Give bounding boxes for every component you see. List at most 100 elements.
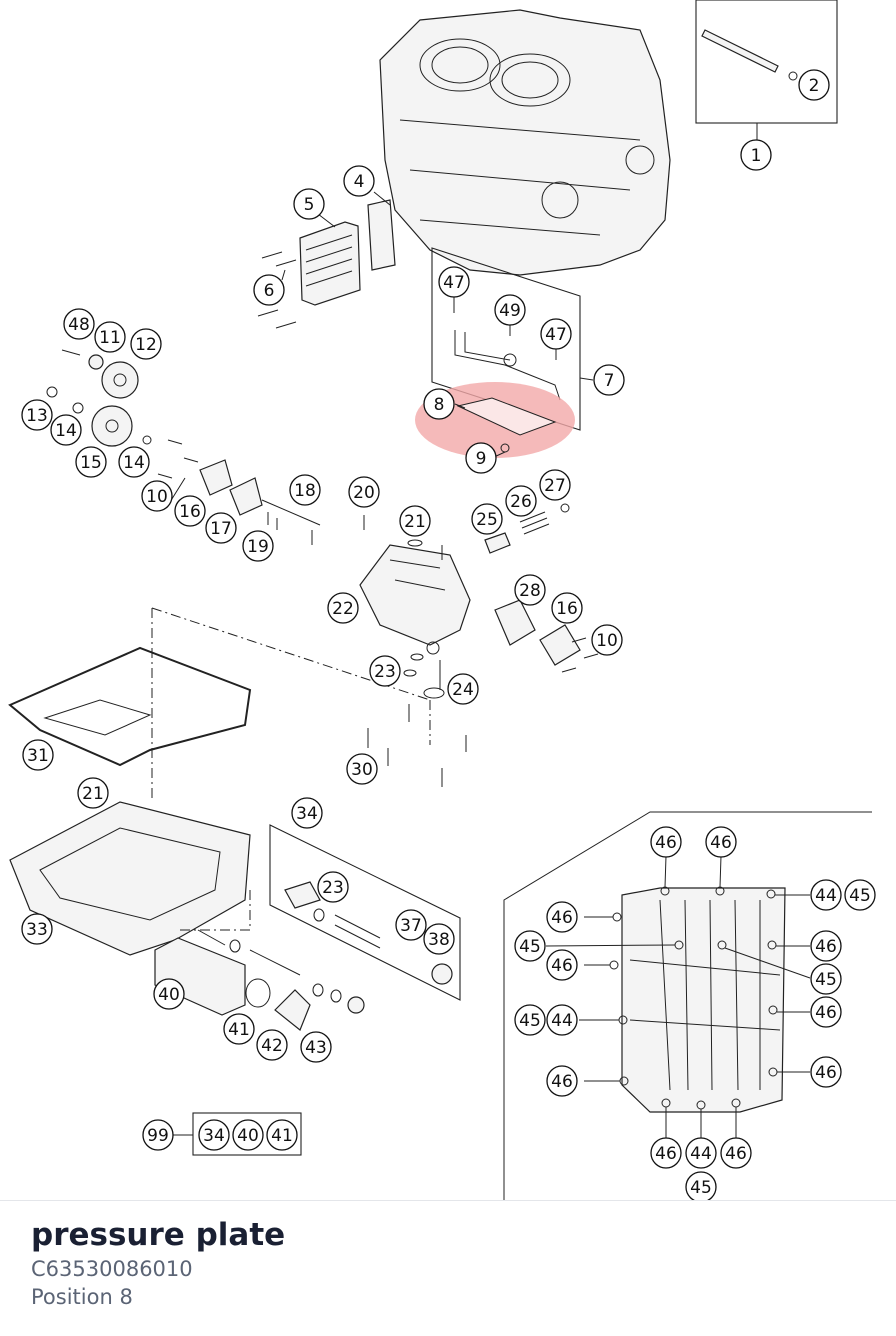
part-info-panel: pressure plate C63530086010 Position 8 — [0, 1200, 896, 1336]
callout-40[interactable]: 40 — [232, 1119, 264, 1151]
callout-27[interactable]: 27 — [539, 469, 571, 501]
svg-text:46: 46 — [710, 833, 732, 853]
callout-14[interactable]: 14 — [50, 414, 82, 446]
svg-text:5: 5 — [304, 195, 315, 215]
callout-20[interactable]: 20 — [348, 476, 380, 508]
callout-14[interactable]: 14 — [118, 446, 150, 478]
callout-21[interactable]: 21 — [77, 777, 109, 809]
callout-44[interactable]: 44 — [546, 1004, 578, 1036]
svg-text:13: 13 — [26, 406, 48, 426]
svg-text:45: 45 — [690, 1178, 712, 1198]
callout-13[interactable]: 13 — [21, 399, 53, 431]
callout-38[interactable]: 38 — [423, 923, 455, 955]
callout-46[interactable]: 46 — [720, 1137, 752, 1169]
callout-44[interactable]: 44 — [810, 879, 842, 911]
callout-42[interactable]: 42 — [256, 1029, 288, 1061]
callout-41[interactable]: 41 — [223, 1013, 255, 1045]
callout-46[interactable]: 46 — [810, 1056, 842, 1088]
callout-49[interactable]: 49 — [494, 294, 526, 326]
callout-40[interactable]: 40 — [153, 978, 185, 1010]
svg-text:8: 8 — [434, 395, 445, 415]
callout-22[interactable]: 22 — [327, 592, 359, 624]
callout-46[interactable]: 46 — [810, 930, 842, 962]
callout-18[interactable]: 18 — [289, 474, 321, 506]
callout-12[interactable]: 12 — [130, 328, 162, 360]
callout-7[interactable]: 7 — [593, 364, 625, 396]
callout-17[interactable]: 17 — [205, 512, 237, 544]
callout-2[interactable]: 2 — [798, 69, 830, 101]
callout-26[interactable]: 26 — [505, 485, 537, 517]
callout-47[interactable]: 47 — [540, 318, 572, 350]
callout-46[interactable]: 46 — [705, 826, 737, 858]
callout-47[interactable]: 47 — [438, 266, 470, 298]
callout-30[interactable]: 30 — [346, 753, 378, 785]
callout-5[interactable]: 5 — [293, 188, 325, 220]
oil-pan-bottom-view — [503, 811, 872, 1200]
callout-28[interactable]: 28 — [514, 574, 546, 606]
callout-1[interactable]: 1 — [740, 139, 772, 171]
callout-37[interactable]: 37 — [395, 909, 427, 941]
callout-23[interactable]: 23 — [317, 871, 349, 903]
pressure-plate-highlight — [415, 382, 575, 458]
callout-34[interactable]: 34 — [198, 1119, 230, 1151]
callout-16[interactable]: 16 — [551, 592, 583, 624]
callout-46[interactable]: 46 — [546, 1065, 578, 1097]
callout-23[interactable]: 23 — [369, 655, 401, 687]
callout-33[interactable]: 33 — [21, 913, 53, 945]
callout-19[interactable]: 19 — [242, 530, 274, 562]
oil-cooler — [257, 199, 396, 329]
callout-45[interactable]: 45 — [685, 1171, 717, 1203]
callout-45[interactable]: 45 — [810, 963, 842, 995]
svg-text:38: 38 — [428, 930, 450, 950]
callout-21[interactable]: 21 — [399, 505, 431, 537]
callout-15[interactable]: 15 — [75, 446, 107, 478]
svg-text:45: 45 — [815, 970, 837, 990]
callout-45[interactable]: 45 — [514, 1004, 546, 1036]
svg-text:14: 14 — [55, 421, 77, 441]
callout-8[interactable]: 8 — [423, 388, 455, 420]
callout-25[interactable]: 25 — [471, 503, 503, 535]
callout-24[interactable]: 24 — [447, 673, 479, 705]
callout-46[interactable]: 46 — [546, 901, 578, 933]
svg-text:31: 31 — [27, 746, 49, 766]
svg-text:44: 44 — [690, 1144, 712, 1164]
svg-text:41: 41 — [271, 1126, 293, 1146]
callout-11[interactable]: 11 — [94, 321, 126, 353]
callout-45[interactable]: 45 — [514, 930, 546, 962]
svg-text:7: 7 — [604, 371, 615, 391]
callout-10[interactable]: 10 — [141, 480, 173, 512]
seals-bolts — [367, 653, 467, 787]
svg-text:24: 24 — [452, 680, 474, 700]
callout-99[interactable]: 99 — [142, 1119, 174, 1151]
svg-text:46: 46 — [551, 908, 573, 928]
callout-44[interactable]: 44 — [685, 1137, 717, 1169]
callout-43[interactable]: 43 — [300, 1031, 332, 1063]
svg-text:99: 99 — [147, 1126, 169, 1146]
part-position: Position 8 — [31, 1285, 133, 1309]
callout-6[interactable]: 6 — [253, 274, 285, 306]
callout-45[interactable]: 45 — [844, 879, 876, 911]
svg-text:10: 10 — [596, 631, 618, 651]
svg-text:23: 23 — [322, 878, 344, 898]
svg-text:46: 46 — [655, 1144, 677, 1164]
callout-46[interactable]: 46 — [650, 826, 682, 858]
pump-cover-right — [494, 599, 599, 673]
callout-9[interactable]: 9 — [465, 442, 497, 474]
svg-text:40: 40 — [158, 985, 180, 1005]
callout-48[interactable]: 48 — [63, 308, 95, 340]
callout-16[interactable]: 16 — [174, 495, 206, 527]
callout-46[interactable]: 46 — [650, 1137, 682, 1169]
callout-46[interactable]: 46 — [810, 996, 842, 1028]
svg-text:44: 44 — [551, 1011, 573, 1031]
callout-46[interactable]: 46 — [546, 949, 578, 981]
callout-4[interactable]: 4 — [343, 165, 375, 197]
svg-text:15: 15 — [80, 453, 102, 473]
callout-41[interactable]: 41 — [266, 1119, 298, 1151]
svg-text:1: 1 — [751, 146, 762, 166]
leader-lines — [169, 191, 811, 1138]
callout-31[interactable]: 31 — [22, 739, 54, 771]
oil-pump-sprockets — [46, 349, 152, 447]
callout-34[interactable]: 34 — [291, 797, 323, 829]
callout-10[interactable]: 10 — [591, 624, 623, 656]
